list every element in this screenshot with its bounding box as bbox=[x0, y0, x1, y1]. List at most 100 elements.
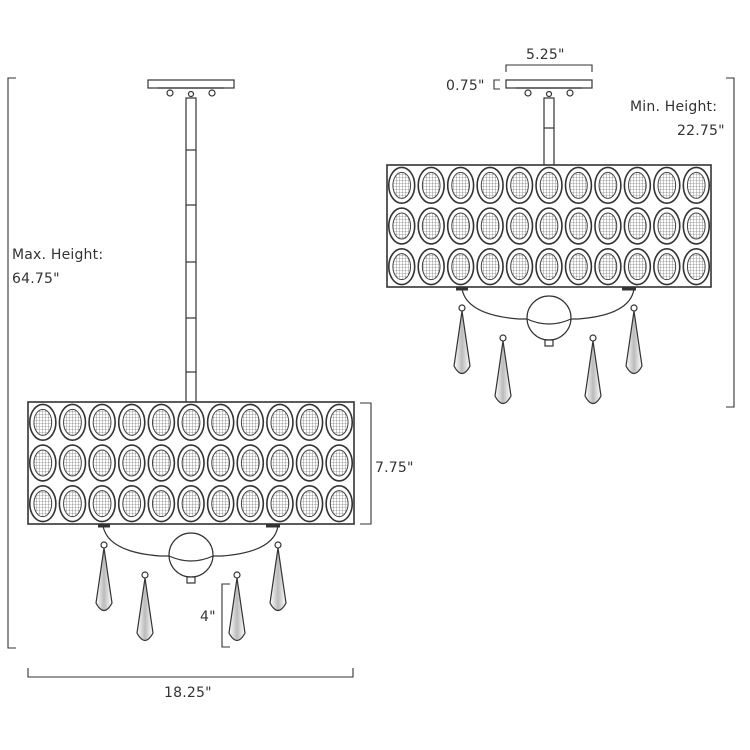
shade-oval-mesh bbox=[300, 449, 319, 477]
shade-oval-outer bbox=[564, 166, 593, 205]
shade-right bbox=[386, 164, 712, 288]
shade-oval-mesh bbox=[63, 449, 82, 477]
shade-oval-outer bbox=[446, 247, 475, 286]
shade-oval-outer bbox=[58, 484, 87, 523]
shade-oval-outer bbox=[295, 484, 324, 523]
shade-oval-mesh bbox=[569, 212, 588, 240]
shade-oval-outer bbox=[653, 207, 681, 245]
shade-oval-mesh bbox=[539, 212, 559, 240]
shade-oval-outer bbox=[236, 444, 265, 482]
shade-oval-outer bbox=[117, 484, 146, 523]
shade-oval-mesh bbox=[657, 212, 677, 240]
shade-oval-mesh bbox=[329, 490, 349, 518]
arms-left bbox=[98, 524, 282, 584]
shade-oval-outer bbox=[505, 247, 534, 286]
shade-oval-mesh bbox=[628, 212, 647, 240]
shade-oval-mesh bbox=[451, 212, 470, 240]
shade-oval-outer bbox=[117, 444, 146, 482]
shade-oval-outer bbox=[266, 403, 294, 442]
shade-oval-mesh bbox=[569, 253, 588, 281]
crystals-right bbox=[453, 310, 643, 405]
shade-oval-outer bbox=[88, 444, 116, 482]
shade-oval-outer bbox=[594, 166, 622, 205]
shade-oval-mesh bbox=[539, 171, 559, 199]
shade-oval-outer bbox=[417, 207, 445, 245]
shade-oval-mesh bbox=[510, 253, 529, 281]
shade-oval-mesh bbox=[569, 171, 588, 199]
canopy-right bbox=[505, 79, 593, 98]
shade-oval-outer bbox=[325, 444, 354, 482]
min-height-value: 22.75" bbox=[677, 123, 725, 139]
shade-oval-outer bbox=[206, 444, 235, 482]
dimension-lines-left bbox=[7, 77, 372, 678]
shade-oval-outer bbox=[535, 247, 563, 286]
shade-oval-mesh bbox=[181, 408, 201, 436]
shade-oval-outer bbox=[387, 207, 416, 245]
shade-oval-outer bbox=[564, 207, 593, 245]
shade-oval-outer bbox=[623, 247, 652, 286]
shade-oval-mesh bbox=[300, 408, 319, 436]
shade-oval-mesh bbox=[240, 449, 260, 477]
shade-oval-outer bbox=[58, 403, 87, 442]
shade-oval-outer bbox=[88, 403, 116, 442]
min-height-view bbox=[386, 79, 712, 405]
shade-oval-outer bbox=[266, 444, 294, 482]
shade-oval-mesh bbox=[686, 253, 706, 281]
width-label: 18.25" bbox=[164, 685, 212, 701]
shade-oval-mesh bbox=[510, 171, 529, 199]
shade-oval-mesh bbox=[628, 253, 647, 281]
shade-oval-outer bbox=[295, 444, 324, 482]
shade-oval-mesh bbox=[598, 212, 618, 240]
shade-oval-mesh bbox=[480, 171, 500, 199]
shade-oval-mesh bbox=[122, 490, 142, 518]
shade-oval-mesh bbox=[211, 449, 231, 477]
shade-oval-outer bbox=[417, 247, 445, 286]
shade-oval-outer bbox=[177, 403, 205, 442]
shade-oval-mesh bbox=[151, 449, 171, 477]
shade-oval-mesh bbox=[92, 490, 112, 518]
shade-oval-outer bbox=[206, 403, 235, 442]
shade-height-label: 7.75" bbox=[375, 460, 414, 476]
max-height-value: 64.75" bbox=[12, 271, 60, 287]
shade-oval-mesh bbox=[657, 253, 677, 281]
shade-oval-outer bbox=[682, 247, 711, 286]
crystals-left bbox=[95, 547, 287, 642]
shade-oval-outer bbox=[88, 484, 116, 523]
shade-oval-mesh bbox=[122, 449, 142, 477]
shade-oval-mesh bbox=[392, 212, 412, 240]
shade-oval-mesh bbox=[657, 171, 677, 199]
shade-oval-outer bbox=[117, 403, 146, 442]
shade-oval-outer bbox=[505, 166, 534, 205]
shade-left bbox=[27, 401, 355, 525]
shade-oval-outer bbox=[476, 247, 504, 286]
rod-left bbox=[185, 97, 197, 404]
width-bracket bbox=[27, 668, 354, 678]
shade-oval-outer bbox=[28, 444, 57, 482]
shade-oval-outer bbox=[653, 166, 681, 205]
arms-right bbox=[456, 287, 638, 347]
shade-oval-mesh bbox=[329, 449, 349, 477]
shade-oval-outer bbox=[387, 247, 416, 286]
shade-oval-mesh bbox=[63, 408, 82, 436]
shade-oval-mesh bbox=[510, 212, 529, 240]
shade-oval-outer bbox=[58, 444, 87, 482]
shade-oval-mesh bbox=[151, 490, 171, 518]
shade-oval-mesh bbox=[451, 171, 470, 199]
min-height-bracket bbox=[726, 77, 735, 408]
max-height-view bbox=[27, 79, 355, 642]
shade-oval-outer bbox=[325, 403, 354, 442]
shade-oval-mesh bbox=[63, 490, 82, 518]
shade-oval-outer bbox=[295, 403, 324, 442]
shade-oval-mesh bbox=[270, 449, 290, 477]
shade-oval-outer bbox=[682, 166, 711, 205]
shade-oval-mesh bbox=[598, 171, 618, 199]
shade-oval-outer bbox=[28, 403, 57, 442]
shade-oval-outer bbox=[446, 166, 475, 205]
max-height-bracket bbox=[7, 77, 16, 649]
shade-oval-outer bbox=[266, 484, 294, 523]
shade-oval-outer bbox=[505, 207, 534, 245]
rod-right bbox=[543, 97, 555, 167]
shade-oval-outer bbox=[623, 207, 652, 245]
dimension-lines-right bbox=[493, 64, 735, 408]
